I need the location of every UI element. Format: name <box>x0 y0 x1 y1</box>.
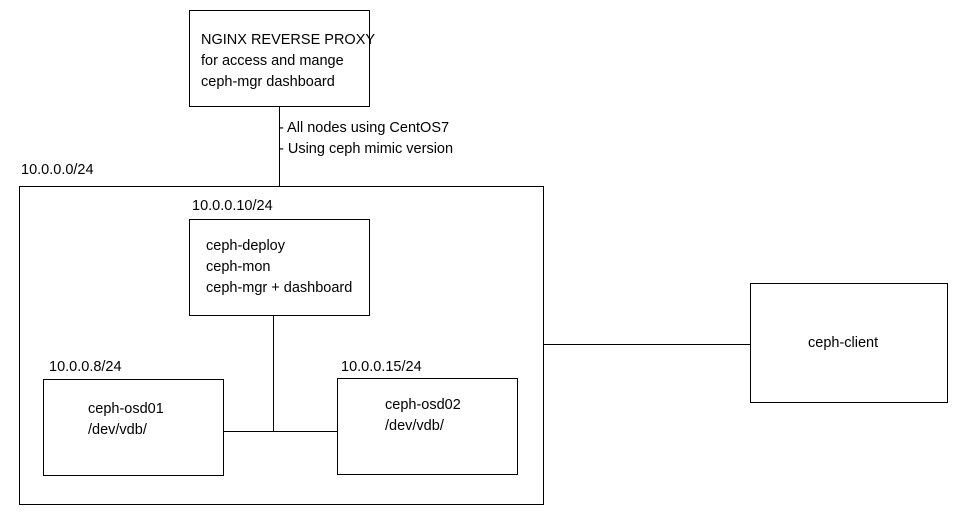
client-label: ceph-client <box>808 335 879 351</box>
admin-node-text: ceph-deploy ceph-mon ceph-mgr + dashboar… <box>206 236 352 299</box>
admin-line-mgr: ceph-mgr + dashboard <box>206 280 353 296</box>
osd02-device: /dev/vdb/ <box>385 418 444 434</box>
osd02-text: ceph-osd02 /dev/vdb/ <box>385 395 461 437</box>
osd01-device: /dev/vdb/ <box>88 422 147 438</box>
nginx-proxy-text: NGINX REVERSE PROXY for access and mange… <box>201 30 375 93</box>
osd01-text: ceph-osd01 /dev/vdb/ <box>88 399 164 441</box>
nginx-proxy-box: NGINX REVERSE PROXY for access and mange… <box>189 10 375 107</box>
notes: - All nodes using CentOS7 - Using ceph m… <box>279 118 453 160</box>
admin-line-deploy: ceph-deploy <box>206 238 285 254</box>
osd01-box: ceph-osd01 /dev/vdb/ <box>43 379 224 476</box>
admin-to-osd-line <box>273 315 274 432</box>
osd01-name: ceph-osd01 <box>88 401 164 417</box>
network-container <box>19 186 544 505</box>
osd01-ip: 10.0.0.8/24 <box>49 359 122 375</box>
note-os: - All nodes using CentOS7 <box>279 120 450 136</box>
osd02-box: ceph-osd02 /dev/vdb/ <box>337 378 518 475</box>
network-label: 10.0.0.0/24 <box>21 162 94 178</box>
admin-node-ip: 10.0.0.10/24 <box>192 198 273 214</box>
admin-line-mon: ceph-mon <box>206 259 271 275</box>
proxy-to-network-line <box>279 106 280 187</box>
proxy-line-1: NGINX REVERSE PROXY <box>201 32 376 48</box>
note-version: - Using ceph mimic version <box>279 141 454 157</box>
osd02-name: ceph-osd02 <box>385 397 461 413</box>
client-box: ceph-client <box>750 283 948 403</box>
proxy-line-2: for access and mange <box>201 53 344 69</box>
proxy-line-3: ceph-mgr dashboard <box>201 74 335 90</box>
admin-node-box: ceph-deploy ceph-mon ceph-mgr + dashboar… <box>189 219 370 316</box>
osd01-to-osd02-line <box>223 431 338 432</box>
osd02-ip: 10.0.0.15/24 <box>341 359 422 375</box>
network-to-client-line <box>543 344 751 345</box>
